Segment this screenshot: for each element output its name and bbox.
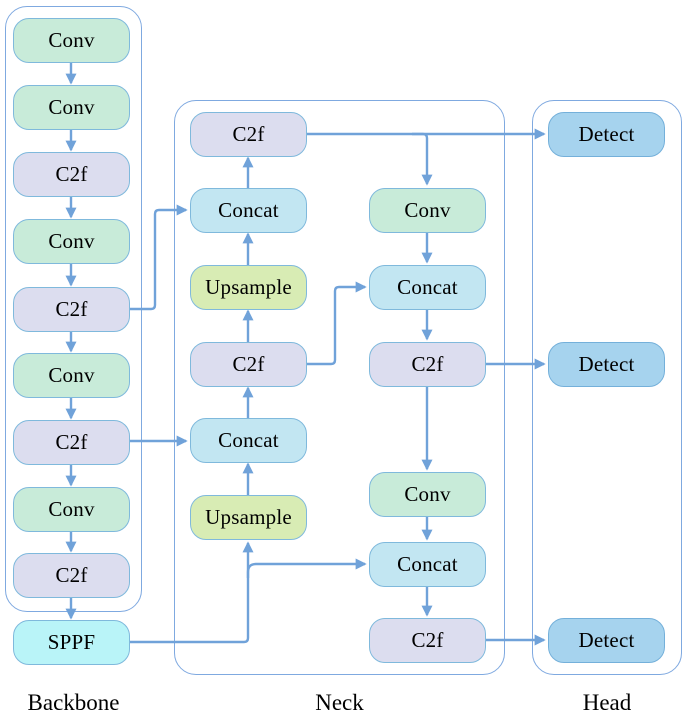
backbone-conv-5-node: Conv bbox=[13, 487, 130, 532]
neck-concat-bottom-node: Concat bbox=[369, 542, 486, 587]
backbone-c2f-4-node: C2f bbox=[13, 553, 130, 598]
neck-container bbox=[174, 100, 505, 675]
neck-section-label: Neck bbox=[315, 690, 364, 715]
backbone-section-label: Backbone bbox=[27, 690, 120, 715]
backbone-c2f-2-node: C2f bbox=[13, 287, 130, 332]
neck-conv-bottom-node: Conv bbox=[369, 472, 486, 517]
neck-conv-top-node: Conv bbox=[369, 188, 486, 233]
head-detect-2-node: Detect bbox=[548, 342, 665, 387]
backbone-sppf-node: SPPF bbox=[13, 620, 130, 665]
backbone-c2f-1-node: C2f bbox=[13, 152, 130, 197]
neck-upsample-top-node: Upsample bbox=[190, 265, 307, 310]
neck-concat-right-top-node: Concat bbox=[369, 265, 486, 310]
neck-c2f-bottom-node: C2f bbox=[369, 618, 486, 663]
neck-c2f-mid-node: C2f bbox=[190, 342, 307, 387]
head-detect-3-node: Detect bbox=[548, 618, 665, 663]
neck-concat-mid-node: Concat bbox=[190, 418, 307, 463]
backbone-c2f-3-node: C2f bbox=[13, 420, 130, 465]
neck-upsample-bottom-node: Upsample bbox=[190, 495, 307, 540]
backbone-conv-1-node: Conv bbox=[13, 18, 130, 63]
head-detect-1-node: Detect bbox=[548, 112, 665, 157]
head-container bbox=[532, 100, 682, 675]
neck-concat-top-node: Concat bbox=[190, 188, 307, 233]
backbone-conv-2-node: Conv bbox=[13, 85, 130, 130]
head-section-label: Head bbox=[582, 690, 632, 715]
backbone-conv-3-node: Conv bbox=[13, 219, 130, 264]
backbone-conv-4-node: Conv bbox=[13, 353, 130, 398]
neck-c2f-top-node: C2f bbox=[190, 112, 307, 157]
neck-c2f-right-node: C2f bbox=[369, 342, 486, 387]
